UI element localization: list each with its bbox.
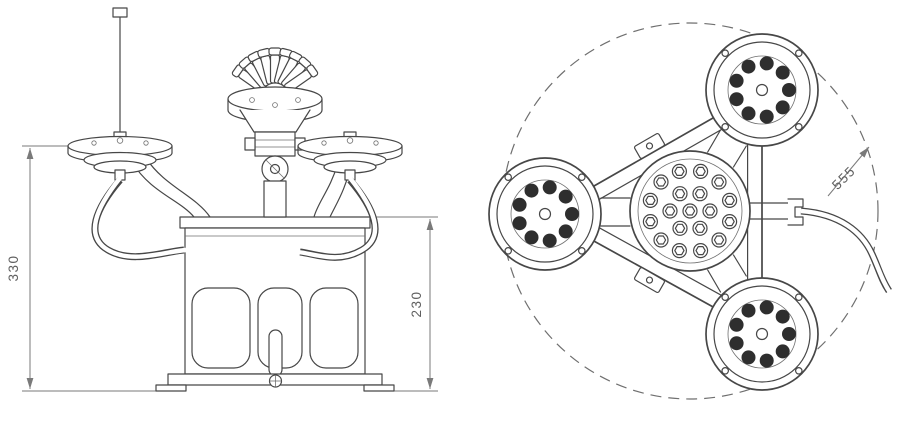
arm-to-left-light [600, 197, 631, 227]
clevis-bracket [749, 198, 804, 226]
control-valve [244, 131, 306, 183]
dim-230-label: 230 [409, 290, 424, 317]
top-view: 555 [488, 22, 893, 400]
right-hose [297, 176, 379, 261]
center-hub [629, 150, 751, 272]
feed-pipe [263, 180, 287, 218]
arm-to-bottom-light [707, 254, 747, 293]
body-top-lip [179, 216, 371, 229]
connector-stack [227, 47, 323, 183]
mast-stem [112, 7, 128, 133]
dim-330-label: 330 [6, 254, 21, 281]
funnel-neck [239, 109, 311, 133]
light-fixture-bottom-right [705, 277, 819, 391]
pitch-circle-dashed [501, 22, 879, 400]
dim-body-height: 230 [370, 216, 438, 392]
vent-panel-left [191, 287, 251, 369]
light-fixture-top-right [705, 33, 819, 147]
front-view: 330 230 [6, 7, 438, 392]
dim-overall-height: 330 [6, 145, 170, 392]
dim-555-label: 555 [829, 163, 859, 193]
canister-body [155, 216, 395, 392]
base-foot-left [155, 384, 187, 392]
drain-slot [268, 329, 283, 377]
mount-tab-bottom [634, 267, 665, 293]
left-hose [91, 176, 187, 261]
light-fixture-left [488, 157, 602, 271]
right-flange-assembly [297, 131, 403, 181]
vent-panel-right [309, 287, 359, 369]
mount-tab-top [634, 133, 665, 159]
arm-to-top-light [707, 129, 747, 168]
power-cable [800, 207, 893, 296]
base-foot-right [363, 384, 395, 392]
dim-outer-diameter: 555 [827, 146, 870, 197]
base-screw [268, 374, 283, 388]
left-flange-assembly [67, 131, 173, 181]
